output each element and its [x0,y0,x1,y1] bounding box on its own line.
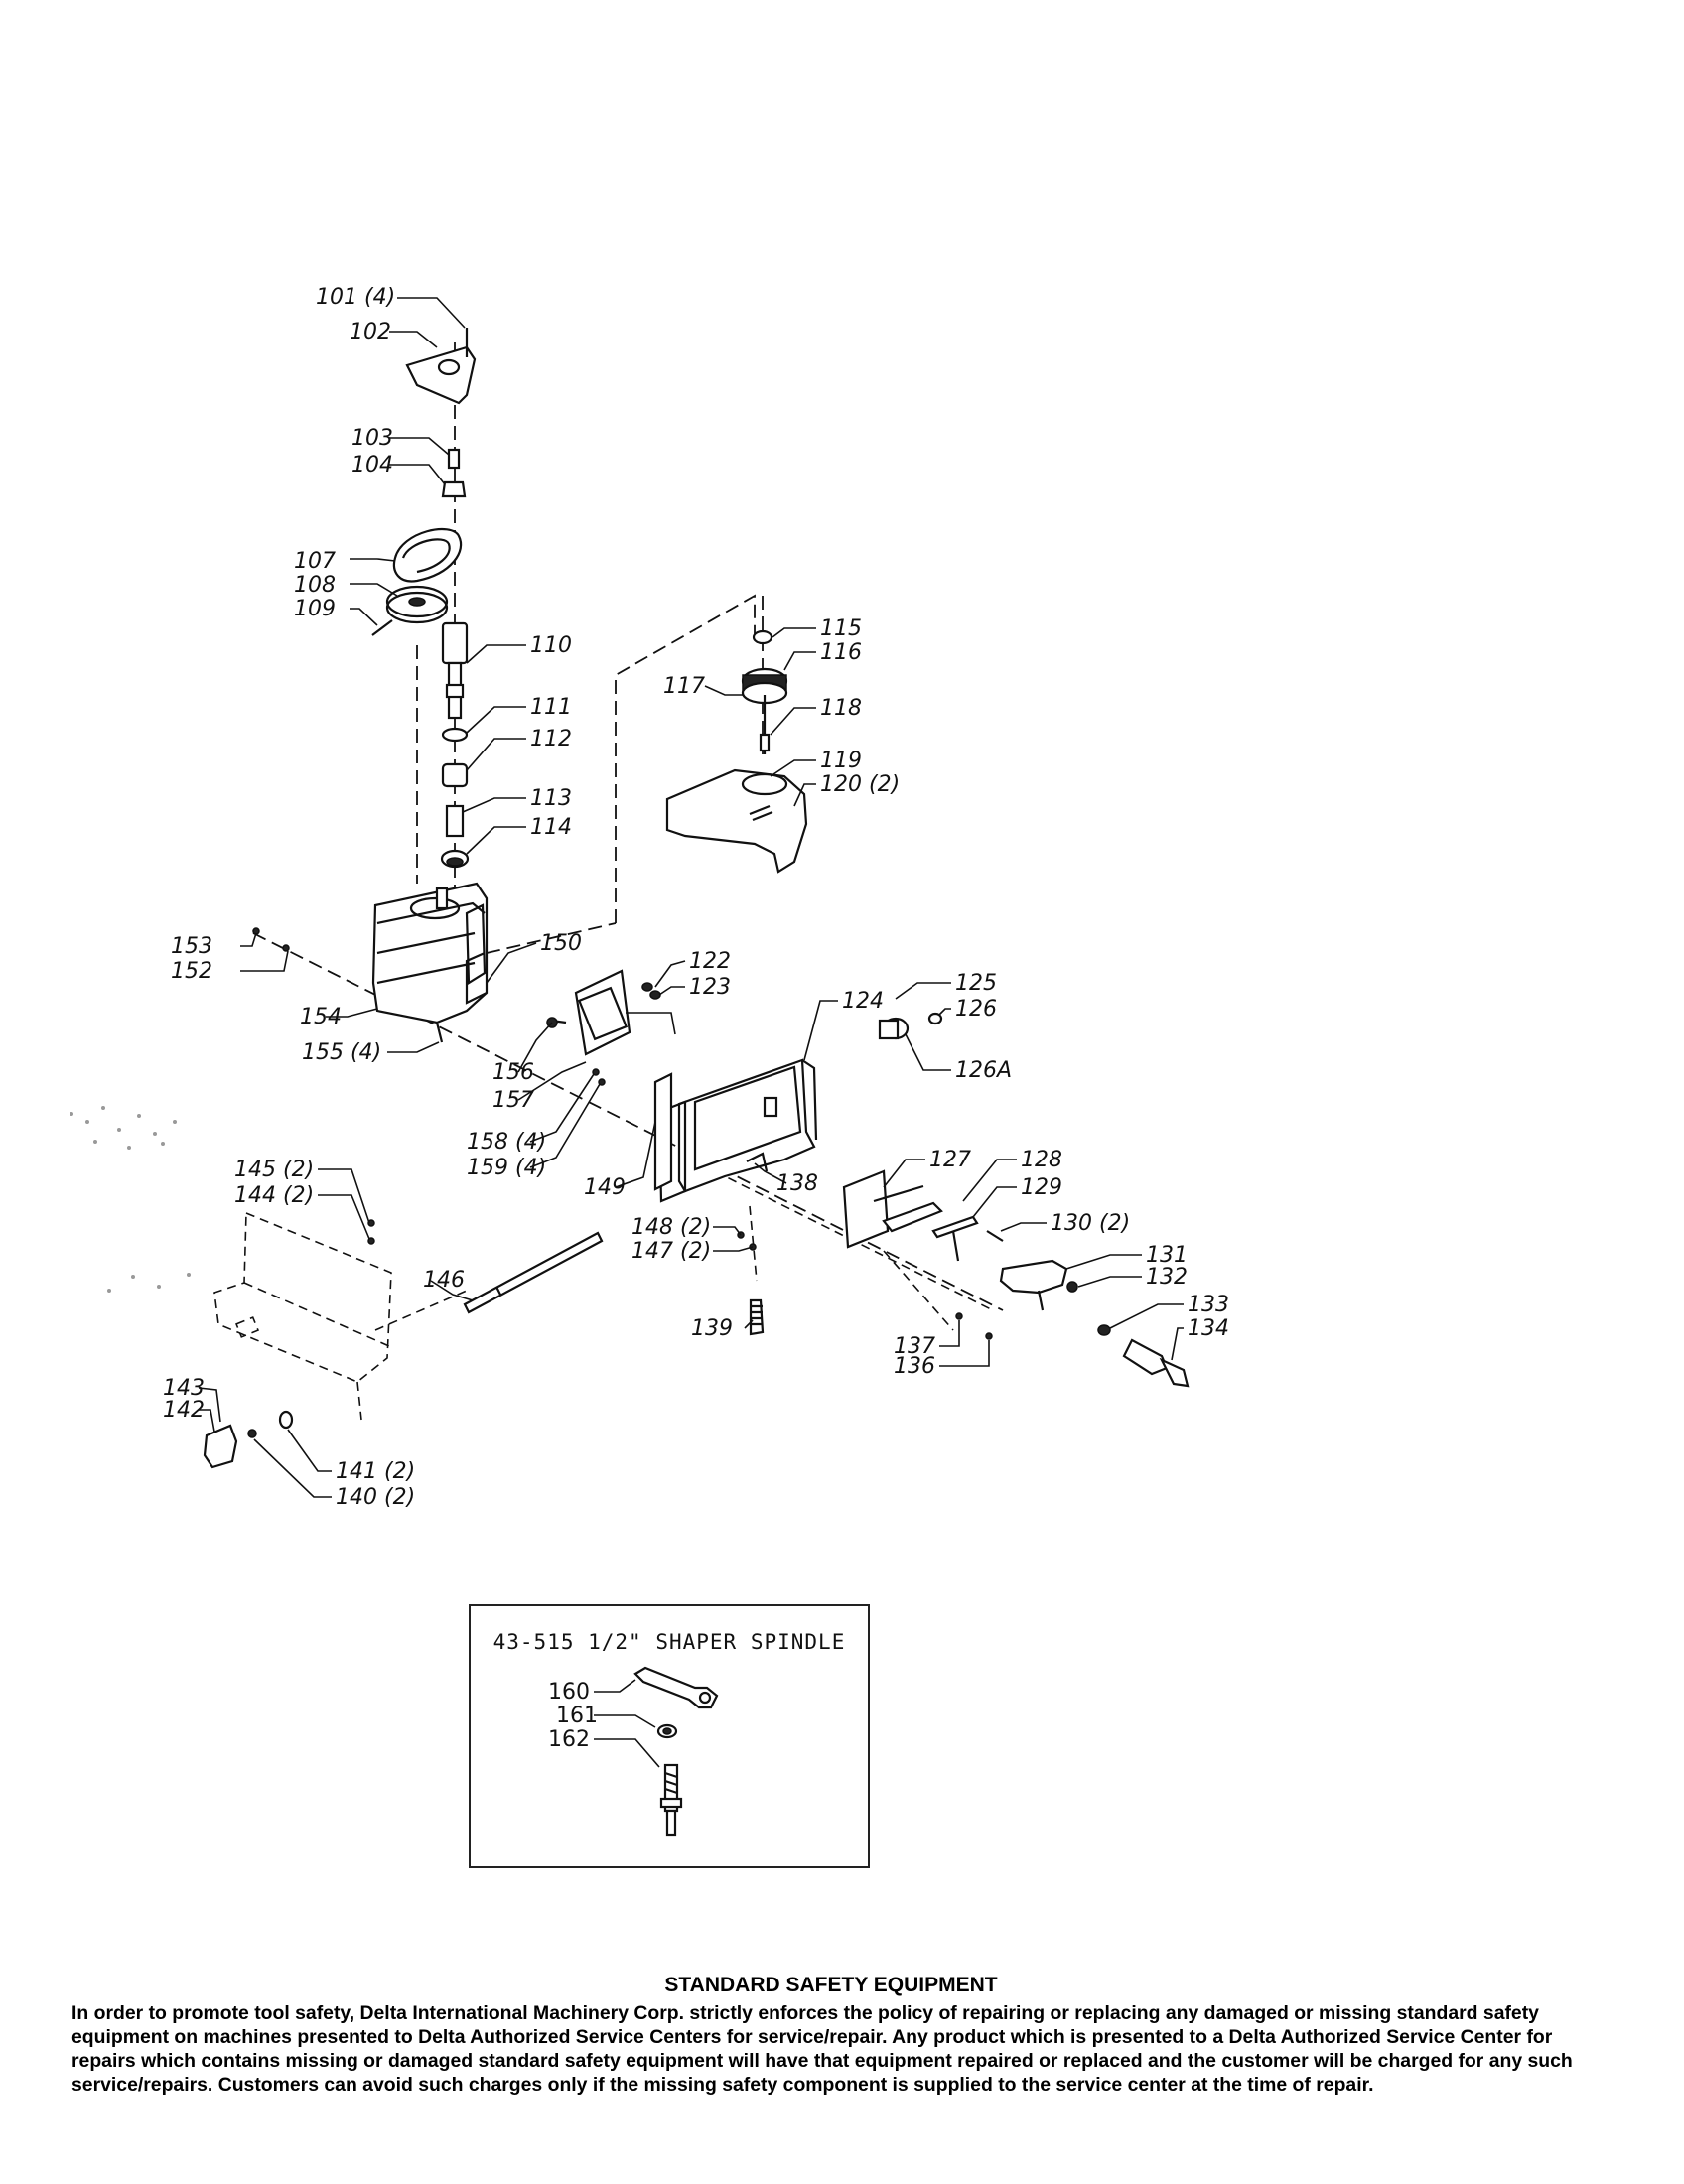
part-124-main-frame [657,1058,818,1203]
inset-shaper-spindle-box: 43-515 1/2" SHAPER SPINDLE [469,1604,870,1868]
callout-147: 147 (2) [632,1239,711,1264]
callout-159: 159 (4) [467,1156,546,1180]
part-131-132-lever [999,1259,1078,1311]
callout-156: 156 [492,1060,534,1085]
part-156-157-switch-plate [546,969,632,1056]
callout-150: 150 [540,931,582,956]
inset-part-162-arbor [659,1763,683,1837]
safety-notice-title: STANDARD SAFETY EQUIPMENT [664,1974,998,1996]
callout-118: 118 [820,696,862,721]
callout-139: 139 [691,1316,733,1341]
callout-119: 119 [820,749,862,773]
leader-lines [198,297,1184,1768]
part-102-top-bracket [405,328,477,405]
part-146-shaft [463,1231,604,1314]
part-111-114-bearings [440,727,470,869]
callout-142: 142 [163,1398,205,1423]
part-158-159-screws [592,1068,606,1086]
callout-102: 102 [350,320,391,344]
callout-124: 124 [842,989,884,1014]
part-103-104-pin-nut [441,448,467,498]
part-150-bracket [465,951,488,1005]
callout-127: 127 [929,1148,971,1172]
callout-116: 116 [820,640,862,665]
callout-141: 141 (2) [336,1459,415,1484]
callout-110: 110 [530,633,572,658]
part-115-119-gear-assembly [741,629,788,754]
callout-148: 148 (2) [632,1215,711,1240]
part-152-153-screws [252,927,290,952]
callout-138: 138 [776,1171,818,1196]
callout-152: 152 [171,959,212,984]
safety-notice-body: In order to promote tool safety, Delta I… [71,2002,1573,2096]
part-154-motor-housing [371,882,489,1043]
part-133-134-handle [1097,1324,1190,1388]
part-130-screw [986,1230,1004,1242]
callout-125: 125 [955,971,997,996]
callout-133: 133 [1188,1293,1229,1317]
part-119-gear-cover [665,768,808,874]
scan-speckle [70,1106,191,1293]
callout-155: 155 (4) [302,1040,381,1065]
callout-134: 134 [1188,1316,1229,1341]
callout-136: 136 [894,1354,935,1379]
callout-labels: 101 (4) 102 103 104 107 108 109 110 111 … [163,285,1229,1752]
callout-107: 107 [294,549,336,574]
callout-117: 117 [663,674,705,699]
callout-137: 137 [894,1334,935,1359]
part-122-123-nut-washer [641,982,661,1000]
callout-160: 160 [548,1680,590,1705]
part-136-137-screws [955,1312,993,1340]
inset-title: 43-515 1/2" SHAPER SPINDLE [492,1630,846,1654]
callout-123: 123 [689,975,731,1000]
callout-126: 126 [955,997,997,1022]
part-139-spring [749,1298,765,1336]
callout-161: 161 [556,1704,598,1728]
part-140-143-knob [203,1410,294,1469]
part-149-side-plate [653,1072,673,1191]
callout-149: 149 [584,1175,626,1200]
inset-part-160-wrench [633,1666,719,1709]
callout-145: 145 (2) [234,1158,314,1182]
part-144-145-fence-guard [213,1211,392,1421]
callout-114: 114 [530,815,572,840]
safety-notice: STANDARD SAFETY EQUIPMENT In order to pr… [71,1974,1591,2097]
callout-131: 131 [1146,1243,1188,1268]
callout-128: 128 [1021,1148,1062,1172]
callout-158: 158 (4) [467,1130,546,1155]
callout-143: 143 [163,1376,205,1401]
part-110-spindle [441,621,469,720]
callout-132: 132 [1146,1265,1188,1290]
part-127-bracket [842,1169,924,1249]
part-138 [746,1152,769,1172]
callout-146: 146 [423,1268,465,1293]
callout-122: 122 [689,949,731,974]
callout-113: 113 [530,786,572,811]
callout-103: 103 [351,426,393,451]
part-108-pulley [371,585,449,636]
callout-157: 157 [492,1088,534,1113]
callout-153: 153 [171,934,212,959]
callout-154: 154 [300,1005,342,1029]
part-125-126-knob [878,1012,943,1040]
callout-130: 130 (2) [1051,1211,1130,1236]
inset-part-161-washer [656,1723,678,1739]
callout-120: 120 (2) [820,772,900,797]
part-107-belt [392,527,463,583]
callout-126A: 126A [955,1058,1012,1083]
part-128-129-link [882,1201,979,1262]
callout-109: 109 [294,597,336,621]
callout-162: 162 [548,1727,590,1752]
callout-144: 144 (2) [234,1183,314,1208]
callout-140: 140 (2) [336,1485,415,1510]
callout-112: 112 [530,727,572,751]
callout-115: 115 [820,616,862,641]
callout-129: 129 [1021,1175,1062,1200]
callout-101: 101 (4) [316,285,395,310]
callout-104: 104 [351,453,393,478]
callout-111: 111 [530,695,572,720]
callout-108: 108 [294,573,336,598]
